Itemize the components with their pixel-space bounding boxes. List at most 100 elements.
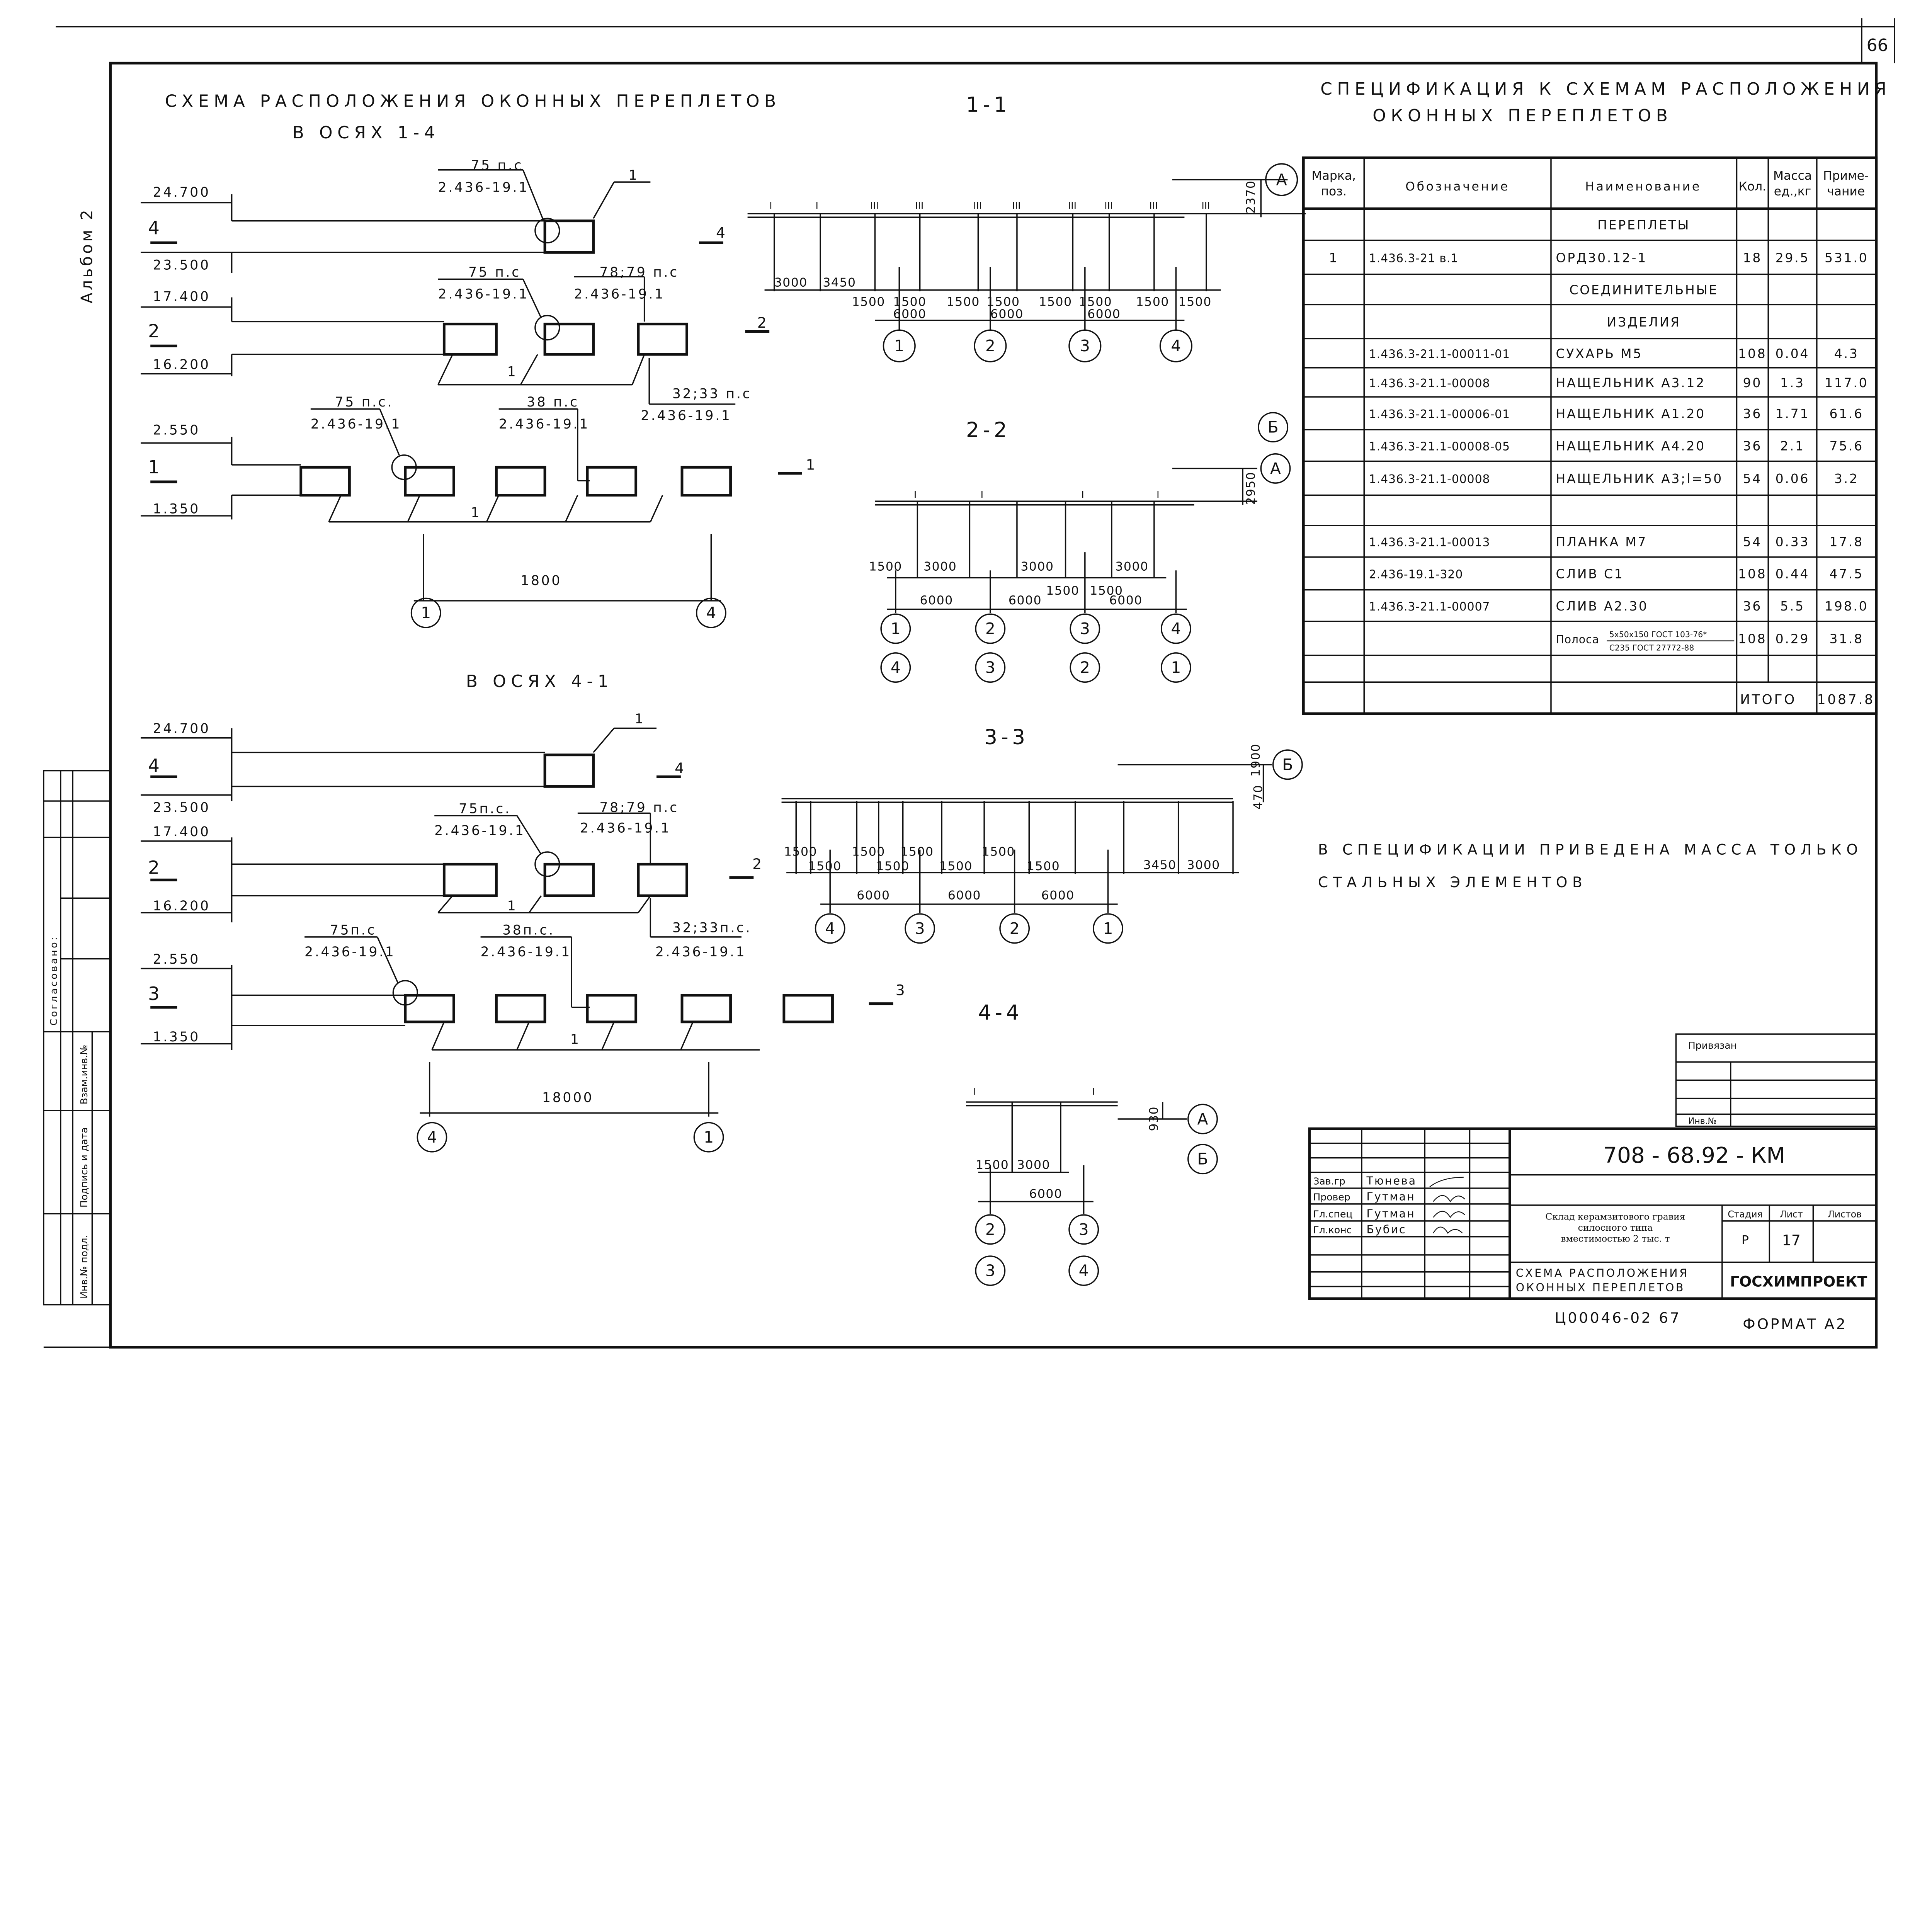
plan-subtitle-1-4: В ОСЯХ 1-4 [293, 123, 440, 143]
profile-mark: I [973, 1086, 976, 1097]
stage-value: Р [1742, 1233, 1749, 1247]
callout: 2.436-19.1 [574, 287, 665, 302]
drawing-name-line2: ОКОННЫХ ПЕРЕПЛЕТОВ [1516, 1281, 1685, 1294]
axis-label: 3 [1079, 1220, 1089, 1239]
cell-note: 531.0 [1825, 250, 1868, 265]
profile-mark: I [769, 200, 772, 211]
axis-label: 1 [704, 1128, 714, 1146]
dimension-label: 470 [1251, 784, 1265, 810]
section-title-3-3: 3-3 [984, 724, 1029, 749]
dimension-label: 1500 [976, 1158, 1009, 1172]
cell-designation: 1.436.3-21.1-00007 [1369, 600, 1490, 614]
callout: 75 п.с [471, 158, 523, 173]
dimension: 1800 [520, 573, 562, 588]
left-approval-stamp: Согласовано: Взам.инв.№ Подпись и дата И… [43, 770, 111, 1306]
level-mark: 24.700 [153, 721, 211, 736]
axis-label: 2 [985, 337, 995, 355]
axis-label: 4 [825, 919, 835, 938]
dimension-label: 1500 [893, 295, 927, 309]
cell-designation: 1.436.3-21.1-00008-05 [1369, 440, 1510, 453]
callout: 2.436-19.1 [580, 821, 671, 836]
callout: 1 [471, 505, 481, 520]
callout: 32;33п.с. [672, 920, 752, 935]
cell-note: 198.0 [1825, 599, 1868, 614]
callout: 2.436-19.1 [434, 823, 525, 838]
cell-qty: 18 [1743, 250, 1762, 265]
cell-mass: 0.06 [1776, 471, 1810, 486]
cell-qty: 108 [1738, 346, 1767, 361]
header-mass: Масса [1773, 169, 1812, 183]
dimension-label: 1500 [784, 845, 817, 859]
row-axis-label: Б [1197, 1150, 1208, 1168]
spec-title-line1: СПЕЦИФИКАЦИЯ К СХЕМАМ РАСПОЛОЖЕНИЯ [1320, 79, 1891, 99]
dimension-label: 3000 [1017, 1158, 1050, 1172]
header-designation: Обозначение [1405, 180, 1510, 194]
person-name: Бубис [1367, 1223, 1406, 1236]
cell-name: СЛИВ А2.30 [1556, 599, 1648, 614]
object-line1: Склад керамзитового гравия [1545, 1211, 1685, 1222]
cell-name: НАЩЕЛЬНИК А3;l=50 [1556, 471, 1723, 486]
row-axis-label: А [1197, 1110, 1208, 1128]
axis-label: 4 [1171, 337, 1181, 355]
cell-note: 61.6 [1830, 406, 1864, 421]
dimension-label: 3000 [1115, 560, 1148, 573]
cell-qty: 54 [1743, 471, 1762, 486]
axis-label: 4 [706, 604, 716, 622]
object-line3: вместимостью 2 тыс. т [1561, 1233, 1670, 1244]
cell-qty: 108 [1738, 631, 1767, 646]
cut-mark: 4 [148, 218, 160, 239]
stage-label: Стадия [1728, 1209, 1762, 1219]
profile-mark: I [1156, 489, 1159, 500]
cut-mark: 1 [806, 456, 815, 473]
cut-mark: 2 [148, 857, 160, 879]
plan-axes-1-4: 24.700 23.500 17.400 16.200 2.550 1.350 … [141, 158, 815, 628]
dimension-label: 1500 [900, 845, 934, 859]
dimension-label: 6000 [920, 594, 953, 607]
section-title-2-2: 2-2 [966, 418, 1010, 442]
cell-name: Полоса [1556, 633, 1599, 646]
dimension-label: 6000 [990, 307, 1024, 321]
row-axis-label: Б [1268, 418, 1279, 437]
callout: 75п.с. [459, 801, 511, 816]
dimension-label: 3000 [1187, 858, 1220, 872]
callout: 2.436-19.1 [304, 944, 395, 960]
cell-note: 31.8 [1830, 631, 1864, 646]
axis-label: 3 [1080, 619, 1090, 638]
cut-mark: 4 [148, 755, 160, 777]
cell-mass: 0.29 [1776, 631, 1810, 646]
profile-mark: I [914, 489, 917, 500]
callout: 2.436-19.1 [438, 287, 529, 302]
cell-name: НАЩЕЛЬНИК А4.20 [1556, 438, 1706, 453]
bound-box: Привязан Инв.№ [1675, 1033, 1877, 1127]
dimension-label: 1500 [1027, 859, 1060, 873]
section-title-1-1: 1-1 [966, 92, 1010, 117]
cut-mark: 4 [716, 224, 725, 242]
agreed-label: Согласовано: [48, 935, 59, 1026]
profile-mark: I [1081, 489, 1084, 500]
level-mark: 16.200 [153, 357, 211, 372]
drawing-name-line1: СХЕМА РАСПОЛОЖЕНИЯ [1516, 1267, 1689, 1279]
cell-name: СОЕДИНИТЕЛЬНЫЕ [1569, 282, 1718, 298]
dimension-label: 1500 [869, 560, 902, 573]
profile-mark: I [1092, 1086, 1095, 1097]
cell-name: НАЩЕЛЬНИК А1.20 [1556, 406, 1706, 421]
cell-designation: 2.436-19.1-320 [1369, 568, 1463, 582]
callout: 32;33 п.с [672, 386, 752, 401]
header-mass-2: ед.,кг [1774, 185, 1811, 199]
level-mark: 1.350 [153, 1029, 200, 1045]
axis-label: 4 [891, 658, 901, 677]
person-name: Тюнева [1366, 1175, 1417, 1187]
axis-label: 2 [1080, 658, 1090, 677]
level-mark: 2.550 [153, 952, 200, 967]
cell-qty: 90 [1743, 375, 1762, 390]
header-name: Наименование [1585, 180, 1701, 194]
dimension-label: 1500 [939, 859, 973, 873]
dimension-label: 1500 [1046, 584, 1079, 598]
callout: 2.436-19.1 [499, 417, 590, 432]
cell-mass: 5.5 [1780, 599, 1805, 614]
cell-mass: 29.5 [1776, 250, 1810, 265]
cell-designation: 1.436.3-21.1-00013 [1369, 536, 1490, 549]
